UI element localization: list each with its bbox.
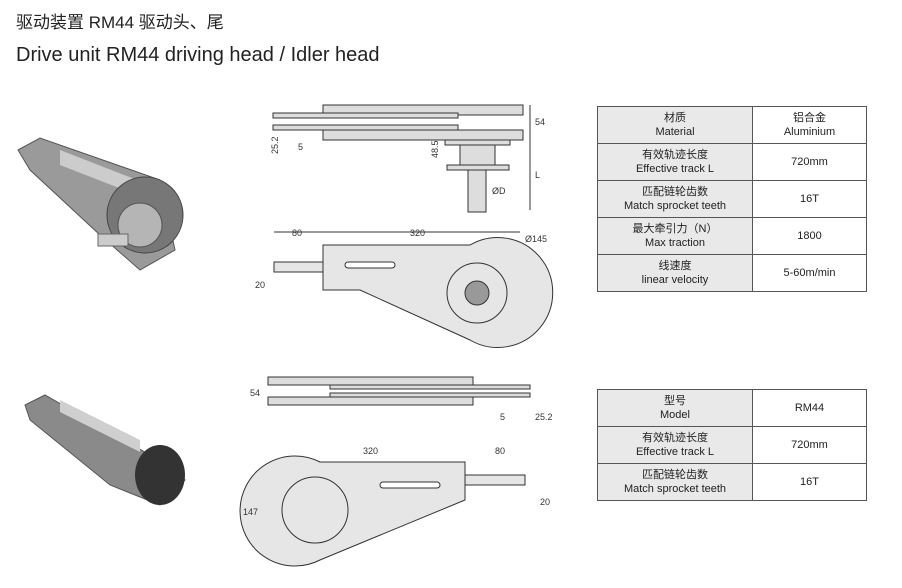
drive-unit-photo (17, 137, 184, 271)
idler-unit-photo (24, 394, 186, 506)
dim-320: 320 (410, 228, 425, 238)
dim-80: 80 (292, 228, 302, 238)
title-cn: 驱动装置 RM44 驱动头、尾 (16, 13, 224, 32)
dim-L: L (535, 170, 540, 180)
drive-side-view (273, 231, 554, 348)
drive-top-view (272, 104, 531, 213)
dim-20: 20 (255, 280, 265, 290)
dim-diameter-D: ØD (492, 186, 506, 196)
title-en: Drive unit RM44 driving head / Idler hea… (16, 44, 380, 66)
idler-dim-25-2: 25.2 (535, 412, 553, 422)
idler-side-view (239, 455, 526, 567)
idler-dim-80: 80 (495, 446, 505, 456)
dim-5: 5 (298, 142, 303, 152)
idler-dim-320: 320 (363, 446, 378, 456)
idler-dim-5: 5 (500, 412, 505, 422)
dim-diameter-145: Ø145 (525, 234, 547, 244)
idler-dim-20: 20 (540, 497, 550, 507)
dim-48-5: 48.5 (430, 140, 440, 158)
dim-25-2: 25.2 (270, 136, 280, 154)
idler-dim-147: 147 (243, 507, 258, 517)
dim-54: 54 (535, 117, 545, 127)
idler-top-view (267, 376, 531, 406)
idler-dim-54: 54 (250, 388, 260, 398)
